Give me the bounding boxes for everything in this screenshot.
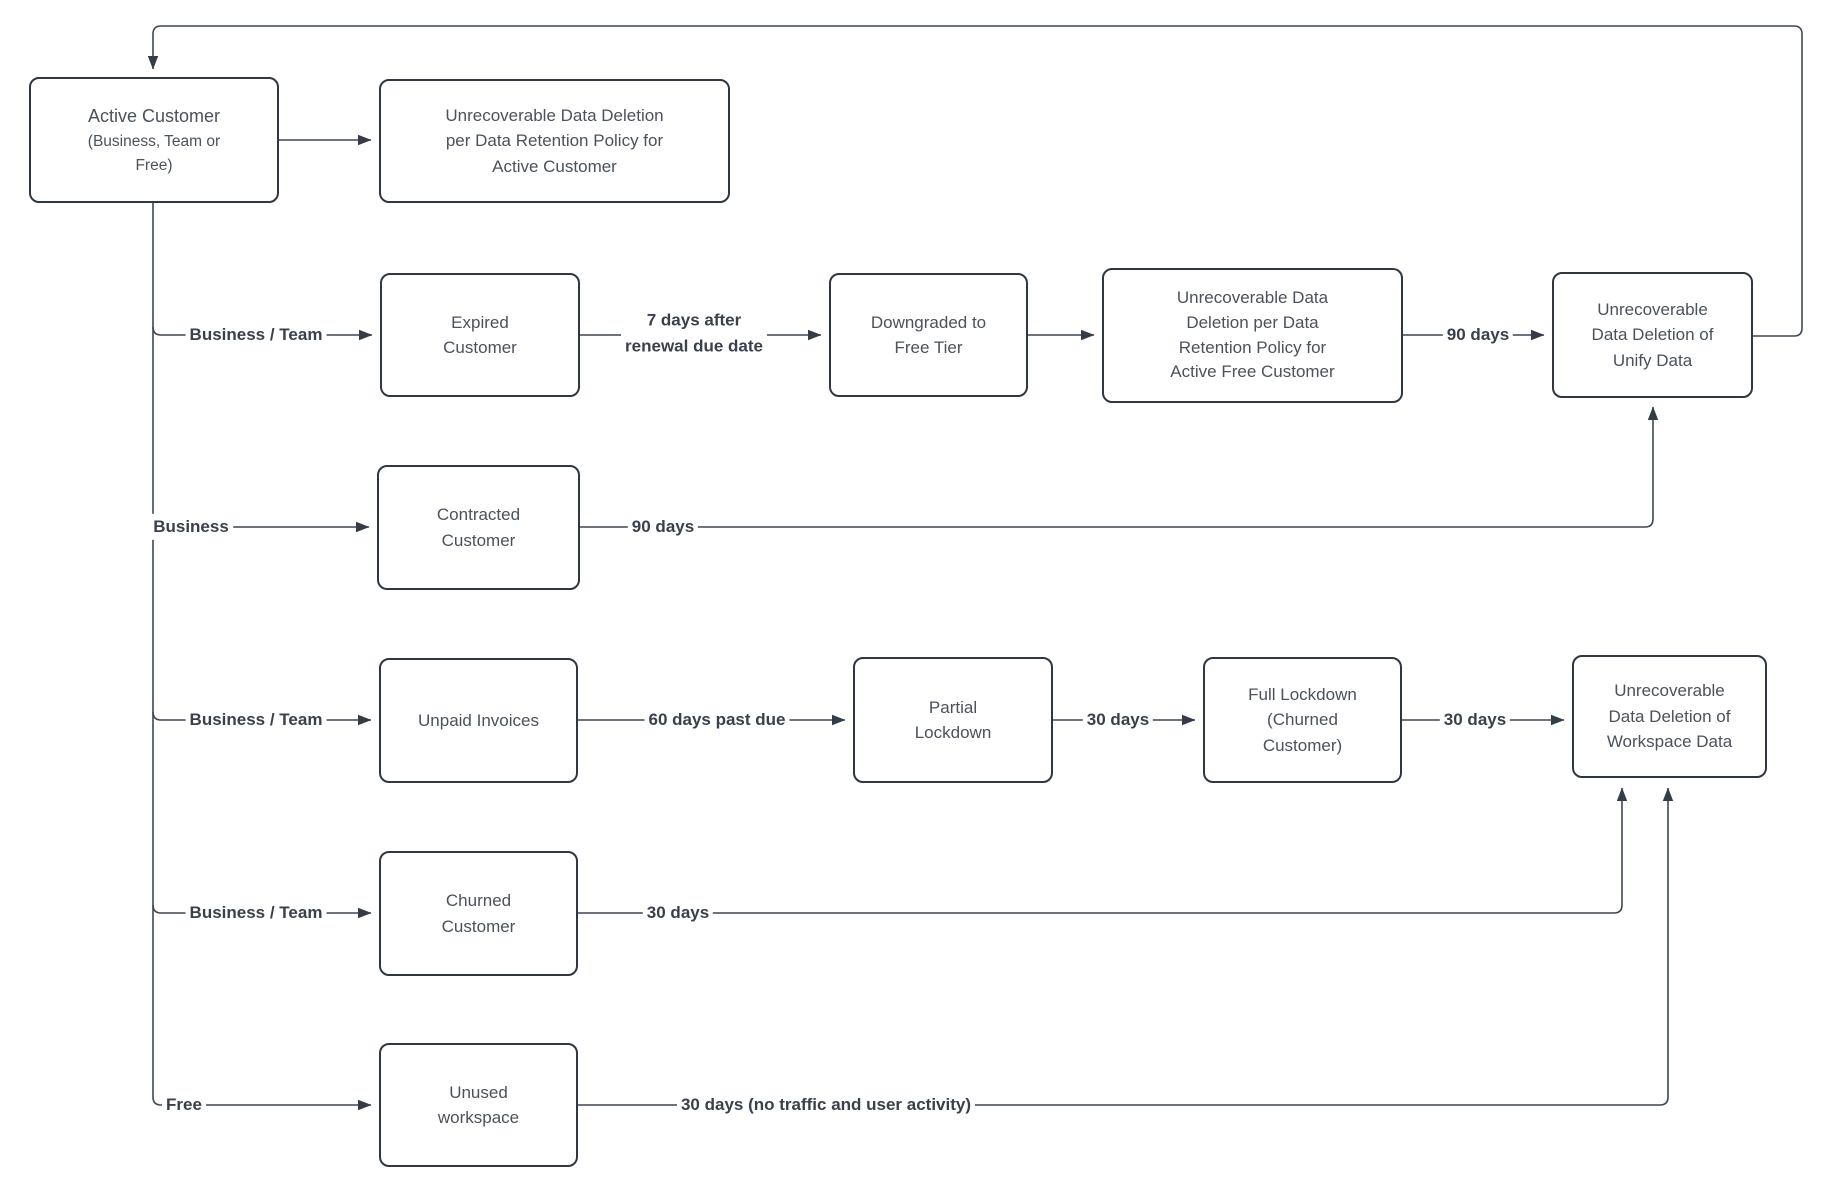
edge-label-business-team-2: Business / Team [185, 706, 327, 734]
node-contracted-customer: Contracted Customer [377, 465, 580, 590]
edge-branch-unpaid [152, 711, 372, 726]
edge-unify-loop-to-active [147, 25, 1803, 337]
edge-branch-churned [152, 904, 372, 919]
node-active-customer-title: Active Customer [87, 106, 221, 127]
node-deletion-active-free-customer: Unrecoverable Data Deletion per Data Ret… [1102, 268, 1403, 403]
edge-label-30-days-3: 30 days [642, 899, 714, 927]
edge-label-90-days-2: 90 days [627, 513, 699, 541]
edge-trunk-free-branch [152, 203, 372, 1111]
edge-label-30-days-2: 30 days [1439, 706, 1511, 734]
edge-label-30-days-1: 30 days [1082, 706, 1154, 734]
edge-label-60-days-past-due: 60 days past due [644, 706, 790, 734]
edge-label-business: Business [149, 513, 233, 541]
node-active-customer: Active Customer (Business, Team or Free) [29, 77, 279, 203]
edge-churned-to-workspace [578, 787, 1628, 914]
edge-contracted-to-unify [580, 406, 1659, 528]
edge-label-7-days-after-renewal: 7 days after renewal due date [621, 307, 767, 361]
node-unused-workspace: Unused workspace [379, 1043, 578, 1167]
edge-label-90-days-1: 90 days [1442, 321, 1514, 349]
edge-branch-expired [152, 326, 373, 341]
edge-label-business-team-1: Business / Team [185, 321, 327, 349]
node-deletion-active-customer: Unrecoverable Data Deletion per Data Ret… [379, 79, 730, 203]
node-full-lockdown: Full Lockdown (Churned Customer) [1203, 657, 1402, 783]
edge-label-30-days-no-traffic: 30 days (no traffic and user activity) [676, 1091, 976, 1119]
node-active-customer-subtitle: (Business, Team or Free) [87, 133, 221, 174]
node-downgraded-free-tier: Downgraded to Free Tier [829, 273, 1028, 397]
edge-label-free: Free [162, 1091, 206, 1119]
node-deletion-workspace-data: Unrecoverable Data Deletion of Workspace… [1572, 655, 1767, 778]
node-expired-customer: Expired Customer [380, 273, 580, 397]
edge-unused-to-workspace [578, 787, 1674, 1106]
edge-label-business-team-3: Business / Team [185, 899, 327, 927]
node-partial-lockdown: Partial Lockdown [853, 657, 1053, 783]
node-unpaid-invoices: Unpaid Invoices [379, 658, 578, 783]
node-deletion-unify-data: Unrecoverable Data Deletion of Unify Dat… [1552, 272, 1753, 398]
node-churned-customer: Churned Customer [379, 851, 578, 976]
